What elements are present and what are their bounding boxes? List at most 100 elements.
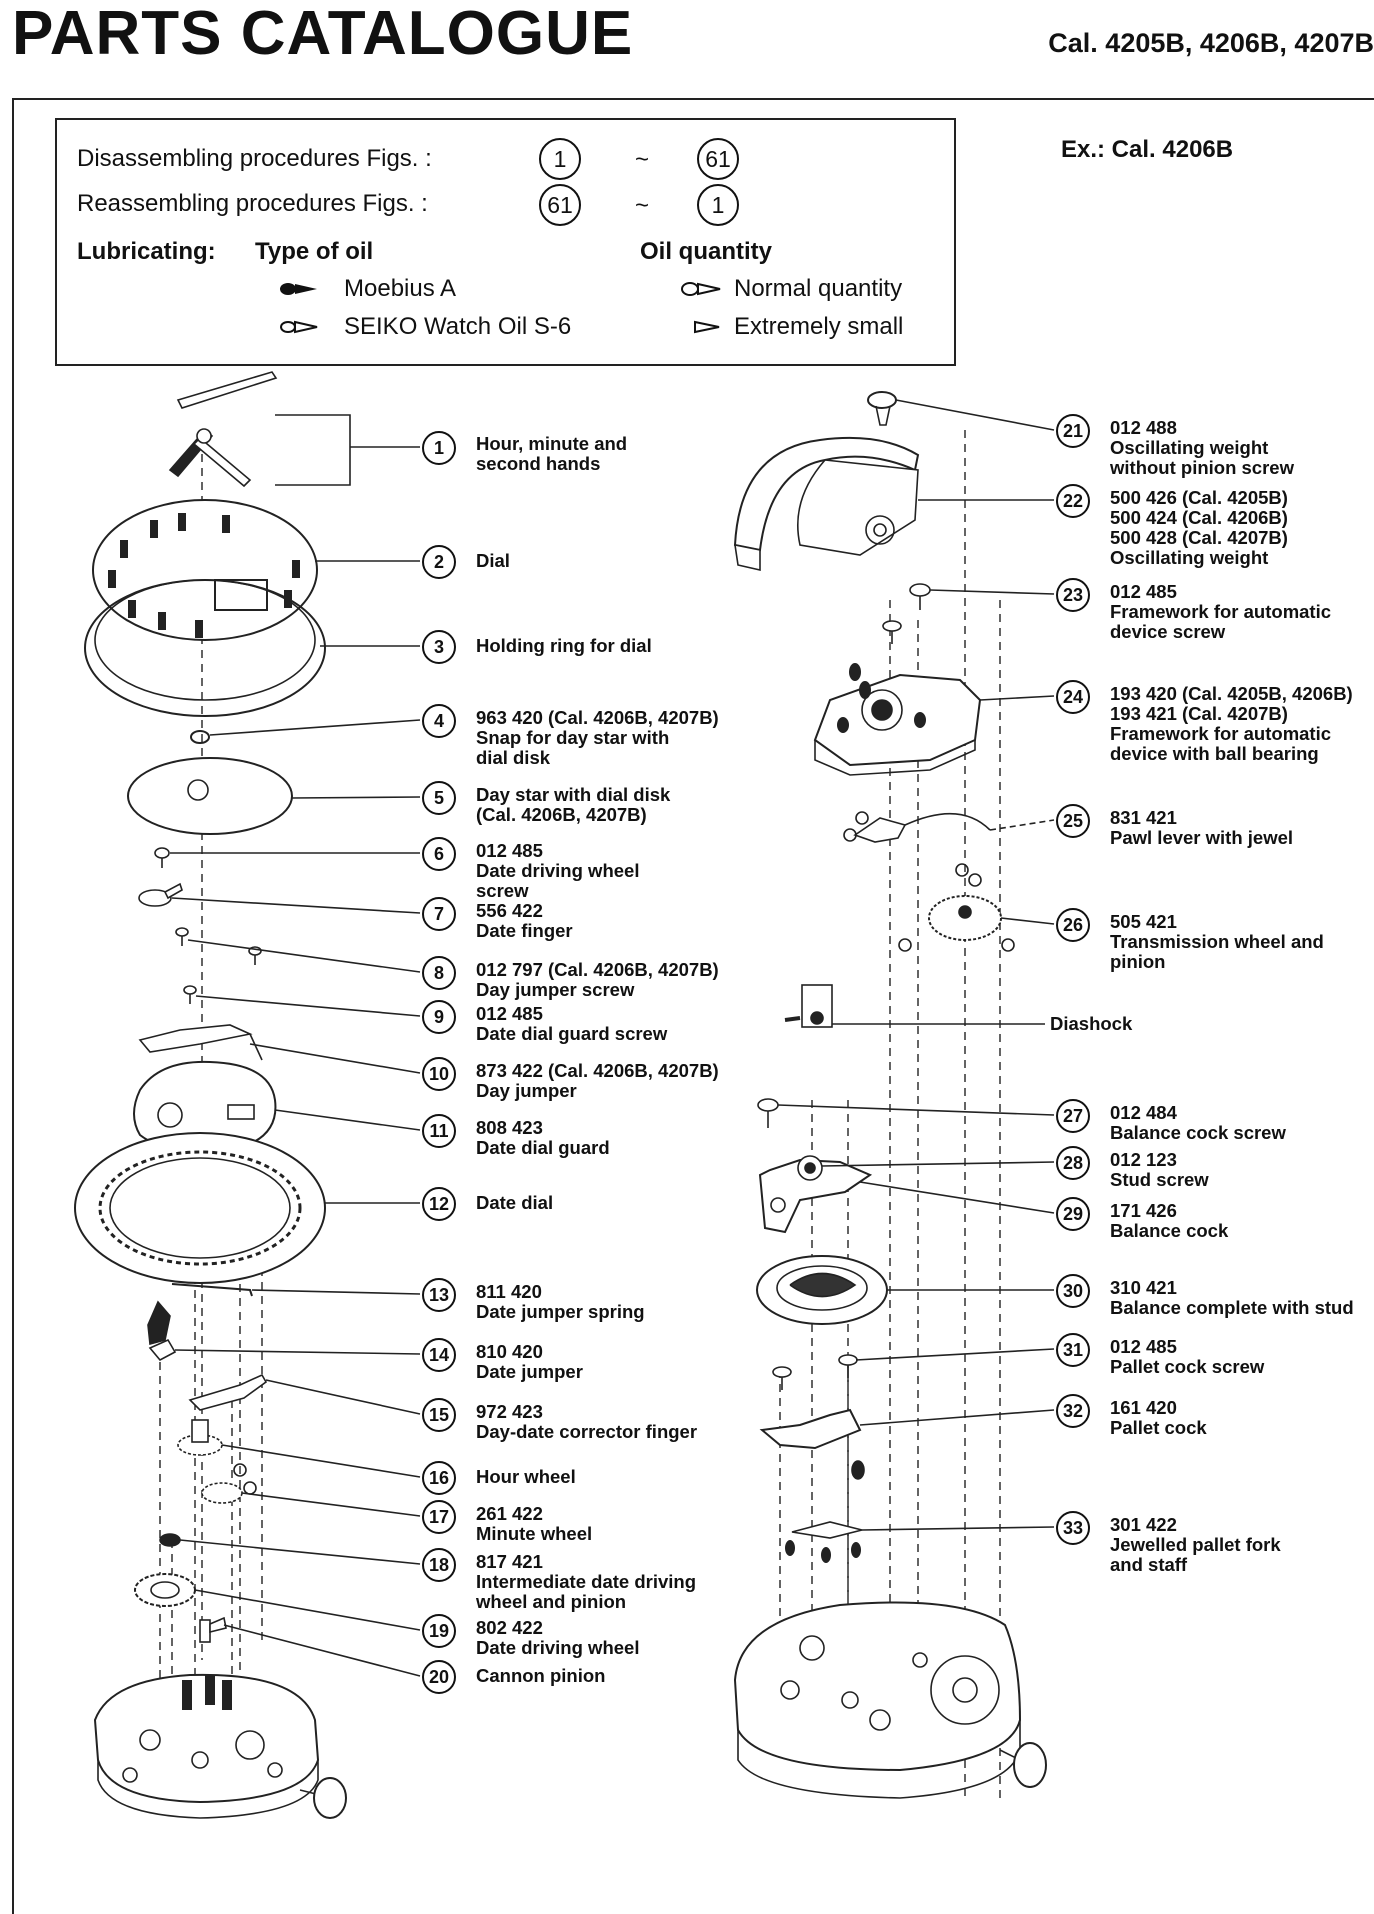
part-label-9: 012 485 Date dial guard screw: [476, 1003, 668, 1044]
part-label-19: 802 422 Date driving wheel: [476, 1617, 640, 1658]
qty-small-label: Extremely small: [734, 313, 904, 340]
part-label-12: Date dial: [476, 1192, 554, 1213]
callout-number-26: 26: [1056, 908, 1090, 942]
part-label-30: 310 421 Balance complete with stud: [1110, 1277, 1354, 1318]
callout-number-32: 32: [1056, 1394, 1090, 1428]
reassembling-tilde: ~: [635, 192, 650, 219]
part-label-24: 193 420 (Cal. 4205B, 4206B) 193 421 (Cal…: [1110, 683, 1353, 764]
part-label-28: 012 123 Stud screw: [1110, 1149, 1209, 1190]
disassembling-to-badge: 61: [697, 138, 739, 180]
callout-number-8: 8: [422, 956, 456, 990]
part-pallet-fork-drawing: [785, 1521, 863, 1563]
part-date-dial-drawing: [74, 1132, 326, 1284]
part-corrector-finger-drawing: [188, 1373, 268, 1411]
part-balance-cock-drawing: [758, 1155, 873, 1234]
part-label-21: 012 488 Oscillating weight without pinio…: [1110, 417, 1294, 478]
callout-number-6: 6: [422, 837, 456, 871]
part-date-dial-guard-drawing: [133, 1060, 277, 1154]
part-oscillating-weight-drawing: [733, 436, 920, 572]
callout-number-10: 10: [422, 1057, 456, 1091]
legend-box: Disassembling procedures Figs. : 1 ~ 61 …: [55, 118, 956, 366]
callout-number-30: 30: [1056, 1274, 1090, 1308]
part-day-star-drawing: [127, 757, 293, 835]
part-label-26: 505 421 Transmission wheel and pinion: [1110, 911, 1324, 972]
callout-number-3: 3: [422, 630, 456, 664]
diashock-drawing: [784, 984, 833, 1028]
moebius-oil-icon: [280, 283, 317, 295]
part-label-22: 500 426 (Cal. 4205B) 500 424 (Cal. 4206B…: [1110, 487, 1288, 568]
part-label-20: Cannon pinion: [476, 1665, 606, 1686]
callout-number-5: 5: [422, 781, 456, 815]
right-movement-drawing: [733, 1601, 1047, 1799]
extremely-small-icon: [694, 320, 720, 334]
part-label-23: 012 485 Framework for automatic device s…: [1110, 581, 1332, 642]
oil-moebius-label: Moebius A: [344, 275, 457, 302]
part-date-finger-drawing: [138, 882, 183, 907]
seiko-oil-icon: [280, 320, 318, 334]
callout-number-13: 13: [422, 1278, 456, 1312]
part-hands-drawing: [168, 371, 351, 488]
callout-number-2: 2: [422, 545, 456, 579]
part-date-wheel-screw-drawing: [154, 847, 170, 868]
part-label-11: 808 423 Date dial guard: [476, 1117, 610, 1158]
part-transmission-wheel-drawing: [898, 863, 1015, 952]
part-label-1: Hour, minute and second hands: [476, 433, 628, 474]
reassembling-from-badge: 61: [539, 184, 581, 226]
left-movement-drawing: [93, 1673, 347, 1819]
callout-number-17: 17: [422, 1500, 456, 1534]
page-frame: [12, 98, 1374, 1914]
callout-number-20: 20: [422, 1660, 456, 1694]
callout-number-22: 22: [1056, 484, 1090, 518]
part-label-7: 556 422 Date finger: [476, 900, 573, 941]
part-day-jumper-screws-drawing: [175, 927, 262, 965]
part-date-driving-wheel-drawing: [134, 1573, 196, 1607]
page-title: PARTS CATALOGUE: [12, 0, 634, 68]
part-label-16: Hour wheel: [476, 1466, 576, 1487]
part-intermediate-wheel-drawing: [159, 1533, 181, 1547]
part-label-3: Holding ring for dial: [476, 635, 652, 656]
part-holding-ring-drawing: [84, 579, 326, 717]
callout-number-1: 1: [422, 431, 456, 465]
part-label-33: 301 422 Jewelled pallet fork and staff: [1110, 1514, 1281, 1575]
callout-number-31: 31: [1056, 1333, 1090, 1367]
part-label-14: 810 420 Date jumper: [476, 1341, 583, 1382]
part-hour-wheel-drawing: [177, 1419, 223, 1456]
part-date-jumper-drawing: [147, 1300, 177, 1362]
part-label-31: 012 485 Pallet cock screw: [1110, 1336, 1265, 1377]
part-cannon-pinion-drawing: [199, 1616, 227, 1643]
part-framework-drawing: [813, 663, 982, 776]
part-label-27: 012 484 Balance cock screw: [1110, 1102, 1286, 1143]
diashock-label: Diashock: [1050, 1013, 1133, 1034]
part-balance-drawing: [756, 1255, 888, 1325]
example-caliber: Ex.: Cal. 4206B: [1061, 136, 1234, 163]
part-label-18: 817 421 Intermediate date driving wheel …: [476, 1551, 696, 1612]
part-date-jumper-spring-drawing: [171, 1283, 253, 1297]
part-label-2: Dial: [476, 550, 510, 571]
part-label-25: 831 421 Pawl lever with jewel: [1110, 807, 1294, 848]
part-snap-drawing: [190, 730, 210, 744]
callout-number-33: 33: [1056, 1511, 1090, 1545]
part-label-4: 963 420 (Cal. 4206B, 4207B) Snap for day…: [476, 707, 719, 768]
part-label-6: 012 485 Date driving wheel screw: [476, 840, 640, 901]
part-label-29: 171 426 Balance cock: [1110, 1200, 1229, 1241]
callout-number-23: 23: [1056, 578, 1090, 612]
part-label-13: 811 420 Date jumper spring: [476, 1281, 645, 1322]
reassembling-label: Reassembling procedures Figs. :: [77, 190, 428, 217]
callout-number-12: 12: [422, 1187, 456, 1221]
part-label-32: 161 420 Pallet cock: [1110, 1397, 1207, 1438]
part-label-17: 261 422 Minute wheel: [476, 1503, 593, 1544]
normal-quantity-icon: [681, 282, 721, 296]
callout-number-14: 14: [422, 1338, 456, 1372]
callout-number-9: 9: [422, 1000, 456, 1034]
part-pallet-cock-drawing: [759, 1408, 865, 1480]
callout-number-27: 27: [1056, 1099, 1090, 1133]
callout-number-21: 21: [1056, 414, 1090, 448]
callout-number-11: 11: [422, 1114, 456, 1148]
part-balance-cock-screw-drawing: [757, 1098, 779, 1128]
callout-number-29: 29: [1056, 1197, 1090, 1231]
lubricating-label: Lubricating:: [77, 238, 216, 265]
callout-number-16: 16: [422, 1461, 456, 1495]
callout-number-18: 18: [422, 1548, 456, 1582]
disassembling-from-badge: 1: [539, 138, 581, 180]
